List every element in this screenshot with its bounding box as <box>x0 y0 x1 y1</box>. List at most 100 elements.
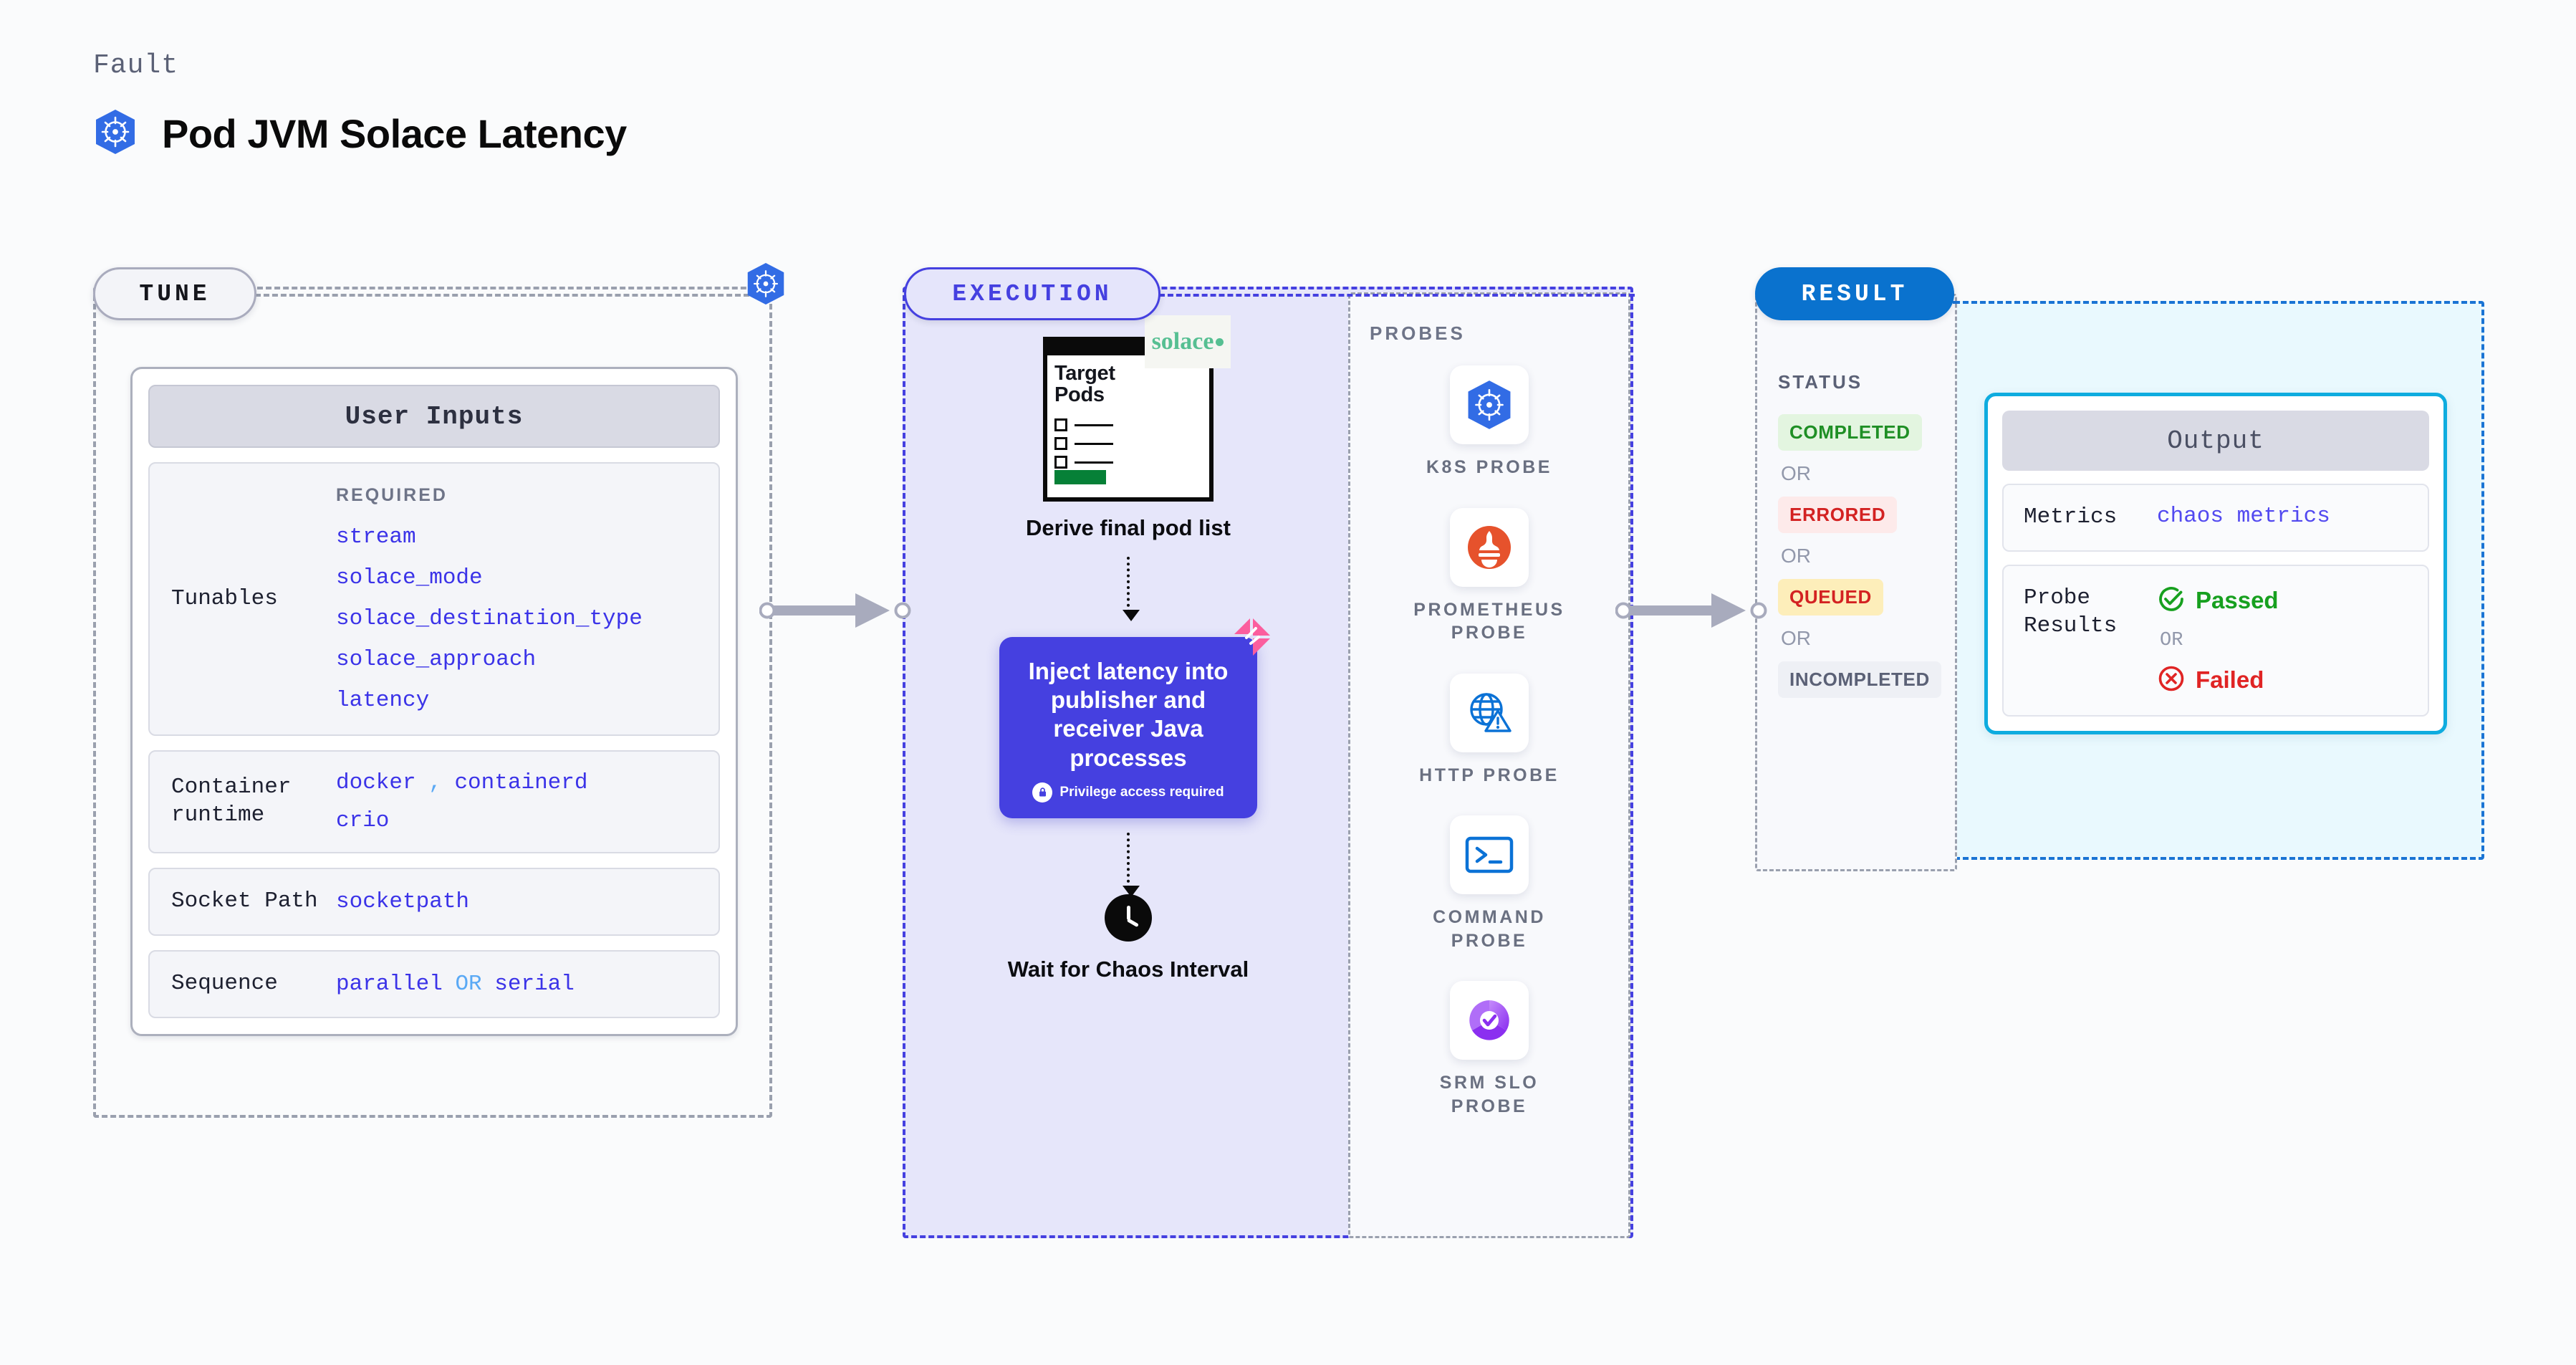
inject-latency-text: Inject latency into publisher and receiv… <box>1028 657 1229 771</box>
runtime-comma: , <box>428 770 442 795</box>
status-badge-completed: COMPLETED <box>1778 414 1922 451</box>
sequence-label: Sequence <box>171 970 278 996</box>
lock-icon <box>1032 782 1053 803</box>
stage-label-result[interactable]: RESULT <box>1755 267 1954 320</box>
probes-list: K8S PROBE PROMETHEUS PROBE <box>1365 365 1614 1118</box>
connector-tune-to-execution <box>759 588 918 637</box>
probe-result-or: OR <box>2160 629 2183 651</box>
result-leader-line <box>1953 301 1960 304</box>
target-pods-title: Target Pods <box>1054 362 1115 407</box>
checkbox-icon <box>1054 418 1067 431</box>
probe-label-k8s: K8S PROBE <box>1426 457 1552 477</box>
step-caption-wait-chaos-interval: Wait for Chaos Interval <box>1007 956 1249 982</box>
tunable-solace-approach[interactable]: solace_approach <box>336 647 537 672</box>
flow-arrow-down <box>1123 556 1140 621</box>
socket-path-value[interactable]: socketpath <box>336 889 470 914</box>
status-or-1: OR <box>1781 462 1811 484</box>
inject-latency-node[interactable]: Inject latency into publisher and receiv… <box>999 618 1270 818</box>
flow-arrow-down-2 <box>1123 832 1140 897</box>
probe-label-http: HTTP PROBE <box>1419 765 1559 785</box>
terminal-icon <box>1450 815 1529 894</box>
globe-warning-icon <box>1449 673 1529 752</box>
user-inputs-title: User Inputs <box>148 385 720 448</box>
status-or-2: OR <box>1781 545 1811 567</box>
check-circle-icon <box>2157 585 2186 617</box>
tune-stage-container <box>93 287 772 1118</box>
probe-label-command: COMMAND PROBE <box>1433 907 1546 951</box>
execution-leader-line <box>1159 294 1635 297</box>
tunables-label: Tunables <box>171 585 278 611</box>
passed-label: Passed <box>2196 587 2279 614</box>
privilege-badge: Privilege access required <box>1018 782 1239 803</box>
status-badge-list: COMPLETED OR ERRORED OR QUEUED OR INCOMP… <box>1778 414 1941 698</box>
status-or-3: OR <box>1781 627 1811 649</box>
user-inputs-card: User Inputs Tunables REQUIRED stream sol… <box>130 367 738 1036</box>
metrics-value[interactable]: chaos metrics <box>2157 504 2330 529</box>
page-header: Fault Pod JVM Solace Latency <box>93 50 627 159</box>
clock-icon <box>1105 894 1152 942</box>
srm-slo-icon <box>1450 981 1529 1060</box>
pods-progress-bar <box>1054 470 1106 484</box>
prometheus-icon <box>1450 507 1529 587</box>
privilege-badge-text: Privilege access required <box>1059 784 1224 800</box>
required-label: REQUIRED <box>336 485 448 505</box>
fault-eyebrow-label: Fault <box>93 50 179 81</box>
status-badge-errored: ERRORED <box>1778 497 1898 533</box>
container-runtime-label: Container runtime <box>171 775 292 828</box>
probe-label-srm-slo: SRM SLO PROBE <box>1439 1073 1539 1116</box>
container-runtime-values: docker , containerd crio <box>336 770 697 833</box>
socket-path-row: Socket Path socketpath <box>148 868 720 936</box>
tunables-values: REQUIRED stream solace_mode solace_desti… <box>336 485 697 713</box>
container-runtime-row: Container runtime docker , containerd cr… <box>148 750 720 853</box>
metrics-row: Metrics chaos metrics <box>2002 484 2429 552</box>
sequence-parallel[interactable]: parallel <box>336 971 443 997</box>
execution-flow-column: Target Pods solace Derive final pod list <box>960 315 1297 984</box>
socket-path-label: Socket Path <box>171 889 318 914</box>
stage-label-tune[interactable]: TUNE <box>93 267 256 320</box>
probe-result-failed: Failed <box>2157 664 2408 696</box>
runtime-containerd[interactable]: containerd <box>454 770 588 795</box>
failed-label: Failed <box>2196 666 2264 694</box>
probe-command[interactable]: COMMAND PROBE <box>1407 815 1572 952</box>
checkbox-icon <box>1054 456 1067 469</box>
status-badge-queued: QUEUED <box>1778 579 1883 616</box>
target-pods-document: Target Pods solace <box>1043 315 1231 502</box>
kubernetes-icon <box>93 108 138 159</box>
output-title: Output <box>2002 411 2429 471</box>
chaos-badge-icon <box>1231 618 1273 662</box>
pods-checklist <box>1054 418 1113 474</box>
probes-container <box>1348 292 1630 1238</box>
sequence-row: Sequence parallel OR serial <box>148 949 720 1018</box>
page-title: Pod JVM Solace Latency <box>162 111 627 156</box>
x-circle-icon <box>2157 664 2186 696</box>
probe-label-prometheus: PROMETHEUS PROBE <box>1413 599 1565 643</box>
sequence-serial[interactable]: serial <box>494 971 575 997</box>
tune-kubernetes-icon <box>745 262 787 310</box>
runtime-docker[interactable]: docker <box>336 770 416 795</box>
status-title: STATUS <box>1778 371 1863 393</box>
probe-prometheus[interactable]: PROMETHEUS PROBE <box>1407 507 1572 645</box>
tunable-stream[interactable]: stream <box>336 525 416 550</box>
stage-label-execution[interactable]: EXECUTION <box>904 267 1160 320</box>
page-title-row: Pod JVM Solace Latency <box>93 108 627 159</box>
metrics-label: Metrics <box>2024 504 2118 530</box>
probe-k8s[interactable]: K8S PROBE <box>1426 365 1552 479</box>
tunable-latency[interactable]: latency <box>336 688 430 713</box>
tune-leader-line <box>255 294 749 297</box>
tunable-solace-mode[interactable]: solace_mode <box>336 565 483 590</box>
connector-execution-to-result <box>1615 588 1774 637</box>
probes-title: PROBES <box>1370 322 1466 344</box>
checkbox-icon <box>1054 437 1067 450</box>
probe-result-passed: Passed <box>2157 585 2408 617</box>
runtime-crio[interactable]: crio <box>336 808 390 833</box>
solace-logo: solace <box>1145 315 1231 368</box>
tunable-solace-destination-type[interactable]: solace_destination_type <box>336 606 643 631</box>
kubernetes-icon <box>1449 365 1529 444</box>
tunables-row: Tunables REQUIRED stream solace_mode sol… <box>148 462 720 736</box>
probe-srm-slo[interactable]: SRM SLO PROBE <box>1407 981 1572 1118</box>
sequence-or: OR <box>455 971 482 997</box>
probe-http[interactable]: HTTP PROBE <box>1419 673 1559 787</box>
